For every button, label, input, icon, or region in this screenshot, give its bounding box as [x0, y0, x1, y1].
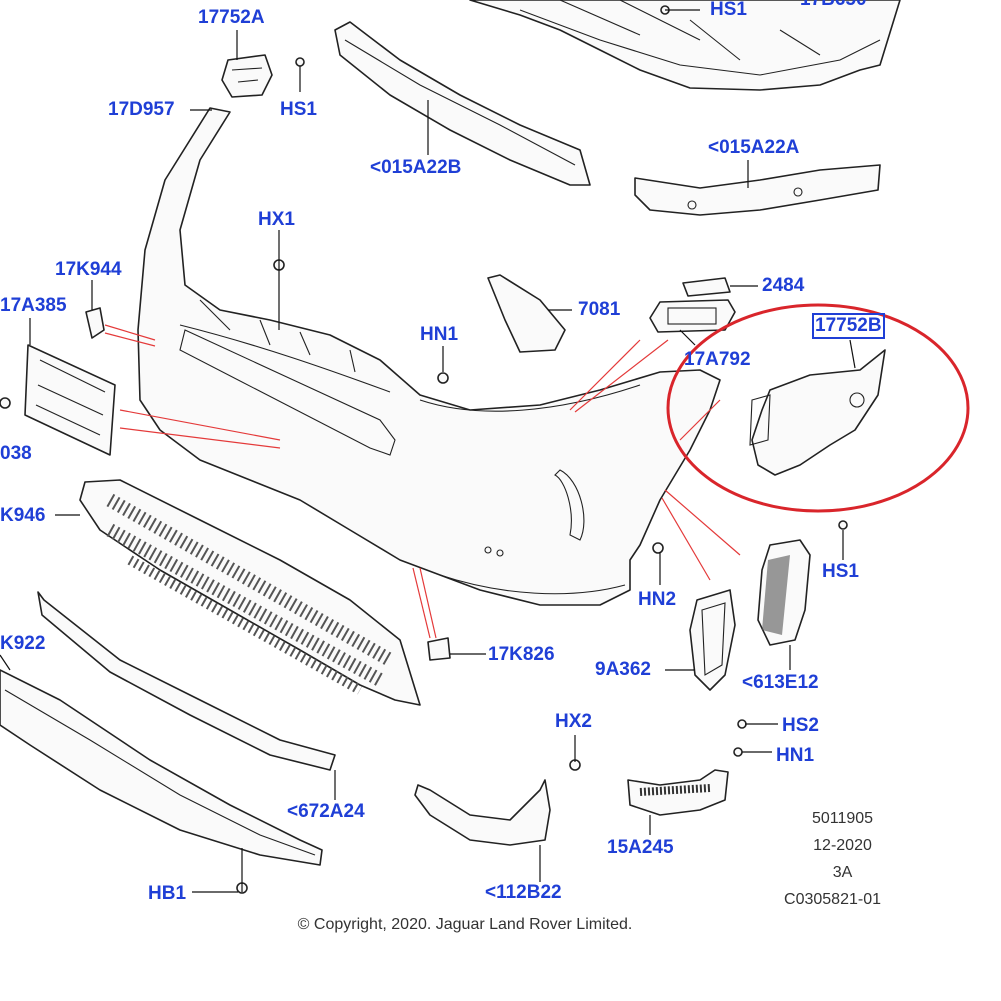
reinforcement-015a22a-part [634, 164, 881, 216]
leader-lines [0, 9, 856, 893]
label-17b650: 17B650 [800, 0, 867, 10]
label-038: 038 [0, 443, 32, 464]
clip-17k944-part [85, 307, 105, 339]
label-015a22b: <015A22B [370, 157, 462, 178]
drawing-reference: C0305821-01 [784, 891, 881, 908]
bracket-17752a-part [221, 54, 273, 98]
label-k922: K922 [0, 633, 46, 654]
label-17752b: 17752B [812, 313, 885, 339]
part-112b22-part [414, 779, 551, 846]
part-15a245-part [627, 769, 729, 816]
label-hn2: HN2 [638, 589, 677, 610]
part-9a362 [689, 589, 736, 691]
guide-lines [104, 324, 741, 639]
reinforcement-015a22b-part [334, 21, 591, 186]
highlight-circle [666, 303, 970, 513]
fasteners [0, 5, 848, 894]
label-15a245: 15A245 [607, 837, 674, 858]
label-hn1-mid: HN1 [420, 324, 459, 345]
label-17k944: 17K944 [55, 259, 122, 280]
label-9a362: 9A362 [595, 659, 651, 680]
label-2484: 2484 [762, 275, 805, 296]
label-hs2: HS2 [782, 715, 819, 736]
part-17752b [749, 349, 886, 476]
label-672a24: <672A24 [287, 801, 365, 822]
label-015a22a: <015A22A [708, 137, 800, 158]
drawing-code: 5011905 [811, 810, 874, 827]
label-112b22: <112B22 [485, 882, 562, 903]
label-613e12: <613E12 [742, 672, 819, 693]
label-hs1-mid: HS1 [280, 99, 317, 120]
label-hb1: HB1 [148, 883, 187, 904]
label-7081: 7081 [578, 299, 621, 320]
label-17d957: 17D957 [108, 99, 175, 120]
label-17752a: 17752A [198, 7, 265, 28]
label-k946: K946 [0, 505, 46, 526]
upper-beam-part [469, 0, 901, 91]
label-hx1: HX1 [258, 209, 295, 230]
copyright-notice: © Copyright, 2020. Jaguar Land Rover Lim… [297, 916, 633, 933]
plate-bracket-part [24, 344, 116, 456]
bumper-cover-part [137, 107, 721, 606]
label-hs1-top: HS1 [710, 0, 747, 20]
part-2484 [682, 277, 731, 297]
drawing-date: 12-2020 [813, 837, 872, 854]
part-17a792 [649, 299, 736, 333]
part-7081 [487, 274, 566, 353]
trim-strip-672a24-part [37, 591, 336, 771]
drawing-revision: 3A [832, 864, 853, 881]
skid-plate-part [0, 669, 323, 866]
label-hx2: HX2 [555, 711, 592, 732]
label-17k826: 17K826 [488, 644, 555, 665]
lower-grille-part [79, 479, 421, 706]
label-17a792: 17A792 [684, 349, 751, 370]
lamp-613e12-part [757, 539, 811, 646]
label-hs1-right: HS1 [822, 561, 859, 582]
label-17a385: 17A385 [0, 295, 67, 316]
part-17k826 [427, 637, 451, 661]
label-hn1-low: HN1 [776, 745, 815, 766]
